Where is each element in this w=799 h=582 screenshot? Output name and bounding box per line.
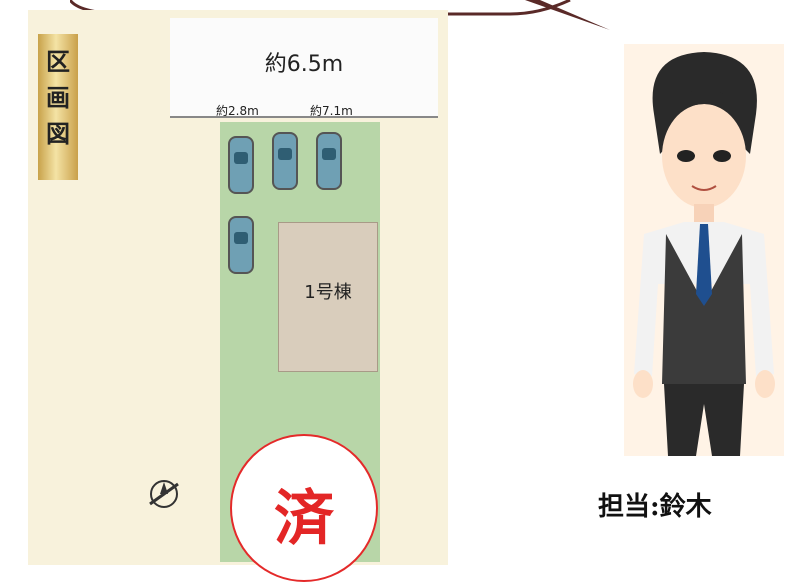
road-width-label: 約6.5m xyxy=(264,52,344,77)
section-tag: 区画図 xyxy=(38,34,78,180)
car-icon xyxy=(272,132,298,190)
building: 1号棟 xyxy=(278,222,378,372)
car-icon xyxy=(228,136,254,194)
staff-avatar xyxy=(624,44,784,456)
sold-stamp: 済 xyxy=(230,434,378,582)
width-left-label: 約2.8m xyxy=(216,104,259,118)
road: 約6.5m xyxy=(170,18,438,118)
sold-stamp-text: 済 xyxy=(274,484,334,554)
width-right-label: 約7.1m xyxy=(310,104,353,118)
building-label: 1号棟 xyxy=(304,282,352,303)
car-icon xyxy=(316,132,342,190)
compass-icon xyxy=(149,480,179,508)
section-tag-text: 区画図 xyxy=(46,47,70,148)
staff-caption: 担当:鈴木 xyxy=(598,492,712,522)
car-icon xyxy=(228,216,254,274)
